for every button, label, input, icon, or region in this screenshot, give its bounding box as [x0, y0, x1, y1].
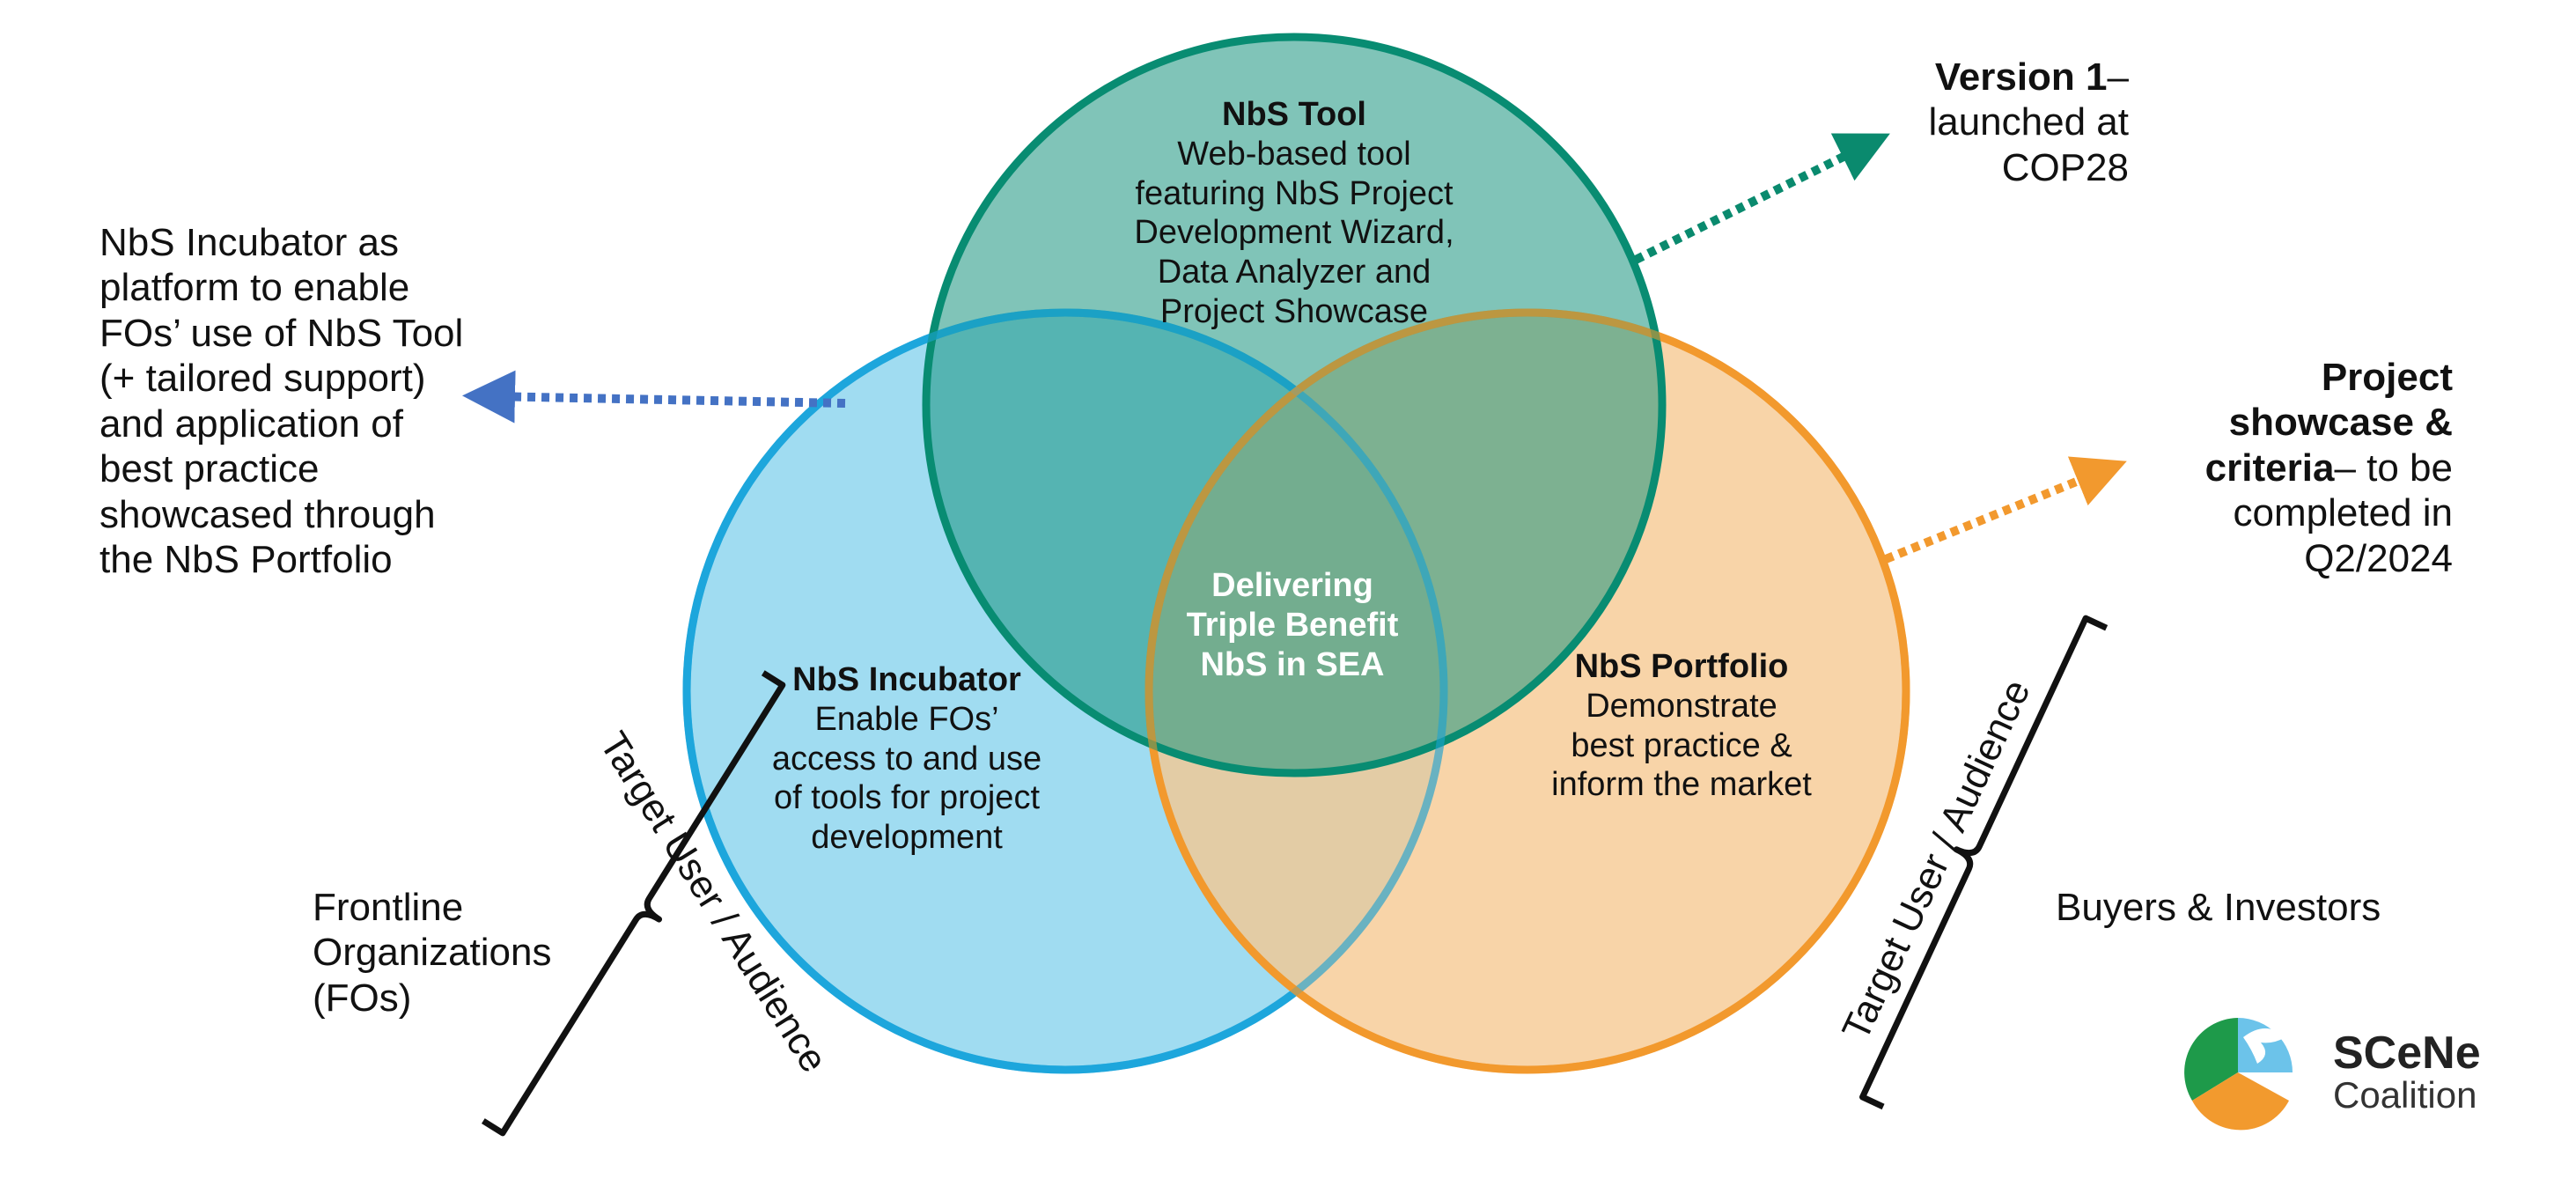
incubator-note-line: and application of [99, 402, 403, 446]
nbs-incubator-text: NbS Incubator Enable FOs’ access to and … [740, 660, 1074, 858]
left-audience-bracket [481, 670, 786, 1137]
audience-left-line: (FOs) [313, 976, 412, 1020]
audience-left-line: Organizations [313, 931, 552, 975]
incubator-note-line: platform to enable [99, 266, 410, 310]
version-note: Version 1– launched at COP28 [1759, 55, 2129, 190]
nbs-incubator-line: development [811, 819, 1003, 857]
nbs-tool-text: NbS Tool Web-based tool featuring NbS Pr… [1096, 95, 1492, 332]
nbs-tool-line: Data Analyzer and [1157, 254, 1432, 291]
logo-sub: Coalition [2333, 1074, 2477, 1116]
scene-logo-text: SCeNe Coalition [2333, 1030, 2562, 1115]
incubator-note-line: NbS Incubator as [99, 221, 399, 264]
nbs-incubator-outline [682, 308, 1448, 1074]
nbs-tool-line: Web-based tool [1177, 135, 1411, 173]
audience-left-value: Frontline Organizations (FOs) [313, 885, 629, 1020]
showcase-bold-line: criteria [2204, 446, 2335, 490]
nbs-tool-line: Development Wizard, [1134, 214, 1454, 252]
showcase-line: Q2/2024 [2304, 536, 2453, 580]
incubator-note-line: showcased through [99, 492, 436, 536]
incubator-note-line: (+ tailored support) [99, 357, 426, 401]
arrow-to-showcase [1884, 456, 2127, 564]
showcase-rest: – to be [2334, 446, 2453, 490]
center-line: Triple Benefit [1186, 606, 1399, 644]
nbs-portfolio-line: Demonstrate [1586, 687, 1777, 725]
showcase-bold-line: Project [2321, 356, 2453, 399]
incubator-note-line: FOs’ use of NbS Tool [99, 311, 464, 355]
nbs-tool-title: NbS Tool [1222, 96, 1366, 133]
showcase-bold-line: showcase & [2228, 401, 2453, 445]
incubator-note: NbS Incubator as platform to enable FOs’… [99, 220, 557, 583]
version-line: COP28 [2001, 145, 2129, 189]
nbs-portfolio-outline [1144, 308, 1910, 1074]
center-line: Delivering [1211, 567, 1373, 604]
nbs-incubator-line: access to and use [771, 740, 1042, 777]
center-line: NbS in SEA [1200, 645, 1385, 683]
audience-right-value: Buyers & Investors [2056, 886, 2381, 929]
arrow-to-version [1633, 133, 1890, 264]
nbs-incubator-line: Enable FOs’ [814, 700, 999, 738]
nbs-tool-line: featuring NbS Project [1135, 174, 1454, 212]
nbs-incubator-title: NbS Incubator [792, 661, 1021, 698]
audience-left-line: Frontline [313, 886, 464, 929]
nbs-portfolio-title: NbS Portfolio [1574, 648, 1789, 685]
arrow-to-incubator-note [462, 370, 846, 424]
showcase-note: Project showcase & criteria– to be compl… [2030, 355, 2453, 581]
version-dash: – [2107, 55, 2129, 99]
version-bold: Version 1 [1934, 55, 2108, 99]
nbs-portfolio-line: inform the market [1551, 766, 1812, 804]
scene-logo-icon [2183, 1018, 2293, 1131]
showcase-line: completed in [2233, 491, 2453, 535]
center-text: Delivering Triple Benefit NbS in SEA [1160, 566, 1424, 684]
nbs-tool-circle [922, 33, 1667, 777]
logo-name: SCeNe [2333, 1028, 2481, 1079]
nbs-tool-line: Project Showcase [1159, 293, 1429, 331]
nbs-portfolio-text: NbS Portfolio Demonstrate best practice … [1505, 647, 1858, 805]
nbs-incubator-line: of tools for project [773, 779, 1041, 817]
incubator-note-line: the NbS Portfolio [99, 538, 393, 582]
nbs-portfolio-line: best practice & [1571, 726, 1792, 764]
incubator-note-line: best practice [99, 447, 320, 491]
version-line: launched at [1928, 100, 2129, 144]
right-audience-bracket [1859, 615, 2109, 1110]
